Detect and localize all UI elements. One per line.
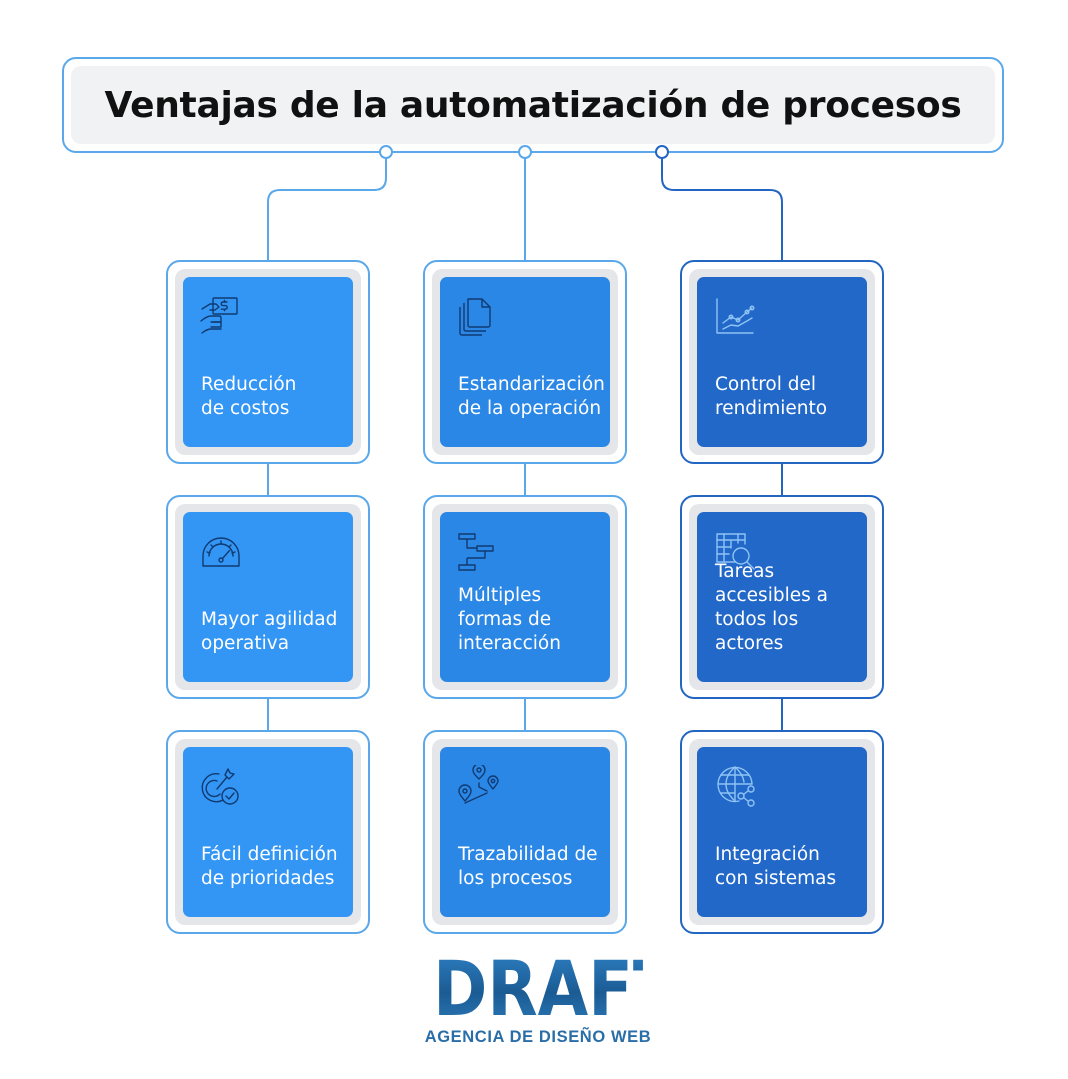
connector-node-3 — [655, 145, 669, 159]
speedometer-icon — [202, 537, 240, 567]
target-check-icon — [201, 768, 239, 805]
map-pins-route-icon — [458, 765, 499, 804]
card-label: Trazabilidad de los procesos — [458, 844, 598, 889]
flow-steps-icon — [458, 533, 494, 571]
card-label: Múltiples formas de interacción — [458, 585, 561, 654]
logo-wordmark: DRAFT — [433, 944, 678, 1033]
card-control-rendimiento: Control del rendimiento — [680, 260, 884, 464]
card-multiples-formas: Múltiples formas de interacción — [423, 495, 627, 699]
card-integracion-sistemas: Integración con sistemas — [680, 730, 884, 934]
logo-tagline: AGENCIA DE DISEÑO WEB — [424, 1028, 652, 1046]
card-label: Reducción de costos — [201, 374, 297, 419]
documents-stack-icon — [459, 298, 491, 336]
globe-network-icon — [717, 766, 755, 807]
card-tareas-accesibles: Tareas accesibles a todos los actores — [680, 495, 884, 699]
card-estandarizacion: Estandarización de la operación — [423, 260, 627, 464]
connector-column-3 — [661, 152, 783, 262]
card-label: Estandarización de la operación — [458, 374, 605, 419]
card-agilidad-operativa: Mayor agilidad operativa — [166, 495, 370, 699]
connector-node-2 — [518, 145, 532, 159]
money-hand-icon — [200, 297, 238, 334]
card-definicion-prioridades: Fácil definición de prioridades — [166, 730, 370, 934]
connector-column-1 — [267, 152, 387, 262]
card-reduccion-costos: Reducción de costos — [166, 260, 370, 464]
card-label: Integración con sistemas — [715, 844, 837, 889]
card-label: Mayor agilidad operativa — [201, 609, 338, 654]
title-panel: Ventajas de la automatización de proceso… — [71, 66, 995, 144]
card-label: Tareas accesibles a todos los actores — [715, 561, 828, 654]
connector-node-1 — [379, 145, 393, 159]
line-chart-icon — [716, 298, 755, 334]
card-trazabilidad: Trazabilidad de los procesos — [423, 730, 627, 934]
title-box: Ventajas de la automatización de proceso… — [62, 57, 1004, 153]
page-title: Ventajas de la automatización de proceso… — [104, 84, 962, 126]
card-label: Fácil definición de prioridades — [201, 844, 338, 889]
draft-logo: DRAFT AGENCIA DE DISEÑO WEB — [416, 944, 678, 1047]
card-label: Control del rendimiento — [715, 374, 828, 419]
table-search-icon — [716, 533, 755, 570]
